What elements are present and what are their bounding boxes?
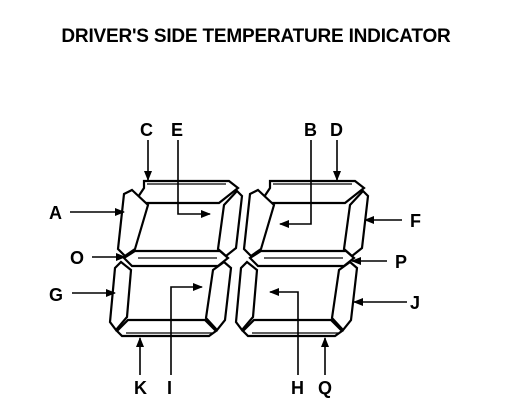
letter-labels: A O G C E B D F P J K I H Q <box>49 120 421 398</box>
arrow-h <box>269 288 299 375</box>
label-g: G <box>49 285 63 305</box>
label-d: D <box>330 120 343 140</box>
label-i: I <box>167 378 172 398</box>
right-digit <box>234 179 370 338</box>
right-lower-left-segment <box>234 260 259 332</box>
diagram-title: DRIVER'S SIDE TEMPERATURE INDICATOR <box>61 26 451 47</box>
label-o: O <box>70 248 84 268</box>
right-top-segment <box>257 179 366 205</box>
label-k: K <box>134 378 147 398</box>
right-upper-left-segment <box>242 188 276 258</box>
left-upper-left-segment <box>116 188 150 258</box>
label-a: A <box>49 203 62 223</box>
right-bottom-segment <box>241 318 344 338</box>
right-lower-right-segment <box>330 260 359 332</box>
label-f: F <box>410 211 421 231</box>
left-top-segment <box>131 179 240 205</box>
label-q: Q <box>318 378 332 398</box>
left-lower-right-segment <box>204 260 233 332</box>
label-j: J <box>410 293 420 313</box>
arrow-e <box>177 140 211 218</box>
label-p: P <box>395 252 407 272</box>
arrow-i <box>170 283 203 375</box>
arrow-b <box>279 140 312 228</box>
label-c: C <box>140 120 153 140</box>
label-h: H <box>291 378 304 398</box>
left-lower-left-segment <box>108 260 133 332</box>
left-bottom-segment <box>115 318 218 338</box>
left-digit <box>108 179 244 338</box>
label-b: B <box>304 120 317 140</box>
label-e: E <box>171 120 183 140</box>
pointer-arrows <box>70 140 407 375</box>
